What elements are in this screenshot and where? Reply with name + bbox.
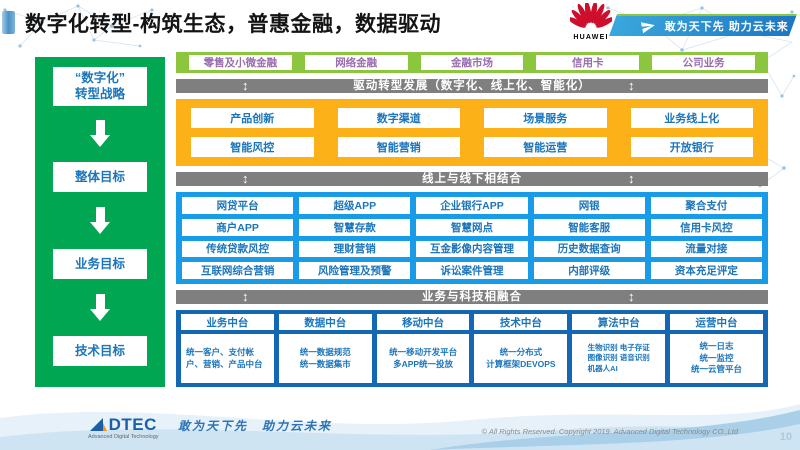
application-box: 风险管理及预警	[299, 262, 411, 279]
copyright-text: © All Rights Reserved. Copyright 2019. A…	[481, 427, 739, 436]
platform-content: 统一客户、支付帐户、营销、产品中台	[181, 334, 274, 383]
updown-arrow-icon: ↕	[242, 171, 250, 186]
platform-column-operation: 运营中台 统一日志 统一监控 统一云管平台	[670, 314, 763, 383]
business-line-box: 金融市场	[420, 55, 524, 70]
application-box: 网贷平台	[182, 197, 294, 214]
platform-column-tech: 技术中台 统一分布式 计算框架DEVOPS	[474, 314, 568, 383]
platform-title: 运营中台	[670, 314, 763, 330]
application-box: 商户APP	[182, 218, 294, 236]
platform-content: 统一移动开发平台 多APP统一投放	[376, 334, 470, 383]
application-box: 企业银行APP	[416, 197, 528, 214]
banner-drive-transform: ↕ 驱动转型发展（数字化、线上化、智能化） ↕	[176, 78, 768, 93]
huawei-flower-icon	[567, 1, 615, 28]
platform-title: 算法中台	[572, 314, 666, 330]
dtec-wordmark: DTEC	[108, 415, 157, 434]
platform-content: 统一日志 统一监控 统一云管平台	[670, 334, 763, 383]
capability-box: 数字渠道	[337, 108, 460, 128]
slogan-ribbon: 敢为天下先 助力云未来	[608, 14, 798, 36]
footer: DTEC Advanced Digital Technology 敢为天下先 助…	[0, 400, 800, 450]
application-box: 历史数据查询	[533, 240, 645, 258]
platform-content: 统一分布式 计算框架DEVOPS	[474, 334, 568, 383]
banner-online-offline: ↕ 线上与线下相结合 ↕	[176, 171, 768, 186]
application-box: 智慧网点	[416, 218, 528, 236]
updown-arrow-icon: ↕	[242, 78, 250, 93]
diagram-main: 零售及小微金融 网络金融 金融市场 信用卡 公司业务 ↕ 驱动转型发展（数字化、…	[176, 52, 768, 387]
middle-platform-row: 业务中台 统一客户、支付帐户、营销、产品中台 数据中台 统一数据规范 统一数据集…	[176, 310, 768, 387]
business-line-box: 零售及小微金融	[189, 55, 292, 70]
business-line-box: 信用卡	[536, 55, 640, 70]
strategy-sidebar: “数字化” 转型战略 整体目标 业务目标 技术目标	[35, 57, 165, 387]
sidebar-label: “数字化” 转型战略	[74, 71, 125, 102]
banner-label: 业务与科技相融合	[422, 291, 522, 303]
platform-column-mobile: 移动中台 统一移动开发平台 多APP统一投放	[376, 314, 470, 383]
application-box: 互联网综合营销	[182, 262, 294, 279]
paper-plane-icon	[640, 21, 655, 33]
sidebar-label: 业务目标	[74, 257, 125, 271]
capability-box: 智能运营	[484, 137, 607, 157]
banner-label: 驱动转型发展（数字化、线上化、智能化）	[353, 80, 591, 92]
application-box: 聚合支付	[650, 197, 762, 214]
platform-column-data: 数据中台 统一数据规范 统一数据集市	[278, 314, 372, 383]
platform-content: 生物识别 电子存证 图像识别 语音识别 机器人AI	[572, 334, 666, 383]
sidebar-box-strategy: “数字化” 转型战略	[53, 67, 147, 106]
huawei-wordmark: HUAWEI	[573, 34, 609, 41]
page-number: 10	[779, 431, 792, 443]
dtec-triangle-icon	[89, 418, 107, 431]
sidebar-label: 整体目标	[74, 170, 125, 185]
application-box: 网银	[533, 197, 645, 214]
huawei-logo: HUAWEI	[567, 1, 615, 41]
application-box: 超级APP	[299, 197, 411, 214]
header: 数字化转型-构筑生态，普惠金融，数据驱动 HUAWEI	[0, 0, 800, 52]
platform-content: 统一数据规范 统一数据集市	[278, 334, 372, 383]
updown-arrow-icon: ↕	[628, 171, 636, 186]
capability-box: 场景服务	[484, 108, 607, 128]
updown-arrow-icon: ↕	[628, 289, 636, 304]
business-lines-row: 零售及小微金融 网络金融 金融市场 信用卡 公司业务	[176, 52, 768, 73]
updown-arrow-icon: ↕	[242, 289, 250, 304]
capabilities-grid: 产品创新 数字渠道 场景服务 业务线上化 智能风控 智能营销 智能运营 开放银行	[176, 99, 768, 166]
application-box: 智能客服	[533, 218, 645, 236]
platform-title: 移动中台	[376, 314, 470, 330]
business-line-box: 公司业务	[652, 55, 755, 70]
application-box: 诉讼案件管理	[416, 262, 528, 279]
capability-box: 智能风控	[191, 137, 314, 157]
platform-column-algorithm: 算法中台 生物识别 电子存证 图像识别 语音识别 机器人AI	[572, 314, 666, 383]
application-box: 信用卡风控	[650, 218, 762, 236]
application-box: 传统贷款风控	[182, 240, 294, 258]
capability-box: 智能营销	[337, 137, 460, 157]
banner-tech-fusion: ↕ 业务与科技相融合 ↕	[176, 289, 768, 304]
application-box: 流量对接	[650, 240, 762, 258]
banner-label: 线上与线下相结合	[422, 173, 522, 185]
capability-box: 开放银行	[630, 137, 753, 157]
platform-title: 数据中台	[278, 314, 372, 330]
business-line-box: 网络金融	[304, 55, 408, 70]
sidebar-label: 技术目标	[74, 343, 125, 358]
sidebar-box-overall-goal: 整体目标	[53, 162, 147, 193]
capability-box: 产品创新	[191, 108, 314, 128]
platform-title: 技术中台	[474, 314, 568, 330]
diagram-area: “数字化” 转型战略 整体目标 业务目标 技术目标 零售及小微金融 网络金融 金…	[35, 52, 768, 387]
dtec-logo: DTEC Advanced Digital Technology	[88, 416, 159, 440]
sidebar-box-tech-goal: 技术目标	[53, 335, 147, 366]
capability-box: 业务线上化	[630, 108, 753, 128]
down-arrow-icon	[90, 294, 110, 322]
platform-column-business: 业务中台 统一客户、支付帐户、营销、产品中台	[181, 314, 274, 383]
application-box: 资本充足评定	[650, 262, 762, 279]
application-box: 智慧存款	[299, 218, 411, 236]
down-arrow-icon	[90, 207, 110, 235]
ribbon-slogan: 敢为天下先 助力云未来	[664, 21, 789, 33]
updown-arrow-icon: ↕	[628, 78, 636, 93]
title-accent-bar	[2, 11, 15, 34]
down-arrow-icon	[90, 120, 110, 148]
application-box: 互金影像内容管理	[416, 240, 528, 258]
dtec-subtitle: Advanced Digital Technology	[88, 434, 159, 440]
applications-grid: 网贷平台 超级APP 企业银行APP 网银 聚合支付 商户APP 智慧存款 智慧…	[176, 192, 768, 284]
sidebar-box-business-goal: 业务目标	[53, 249, 147, 280]
platform-title: 业务中台	[181, 314, 274, 330]
application-box: 理财营销	[299, 240, 411, 258]
page-title: 数字化转型-构筑生态，普惠金融，数据驱动	[25, 13, 441, 36]
application-box: 内部评级	[533, 262, 645, 279]
footer-slogan: 敢为天下先 助力云未来	[178, 419, 333, 433]
